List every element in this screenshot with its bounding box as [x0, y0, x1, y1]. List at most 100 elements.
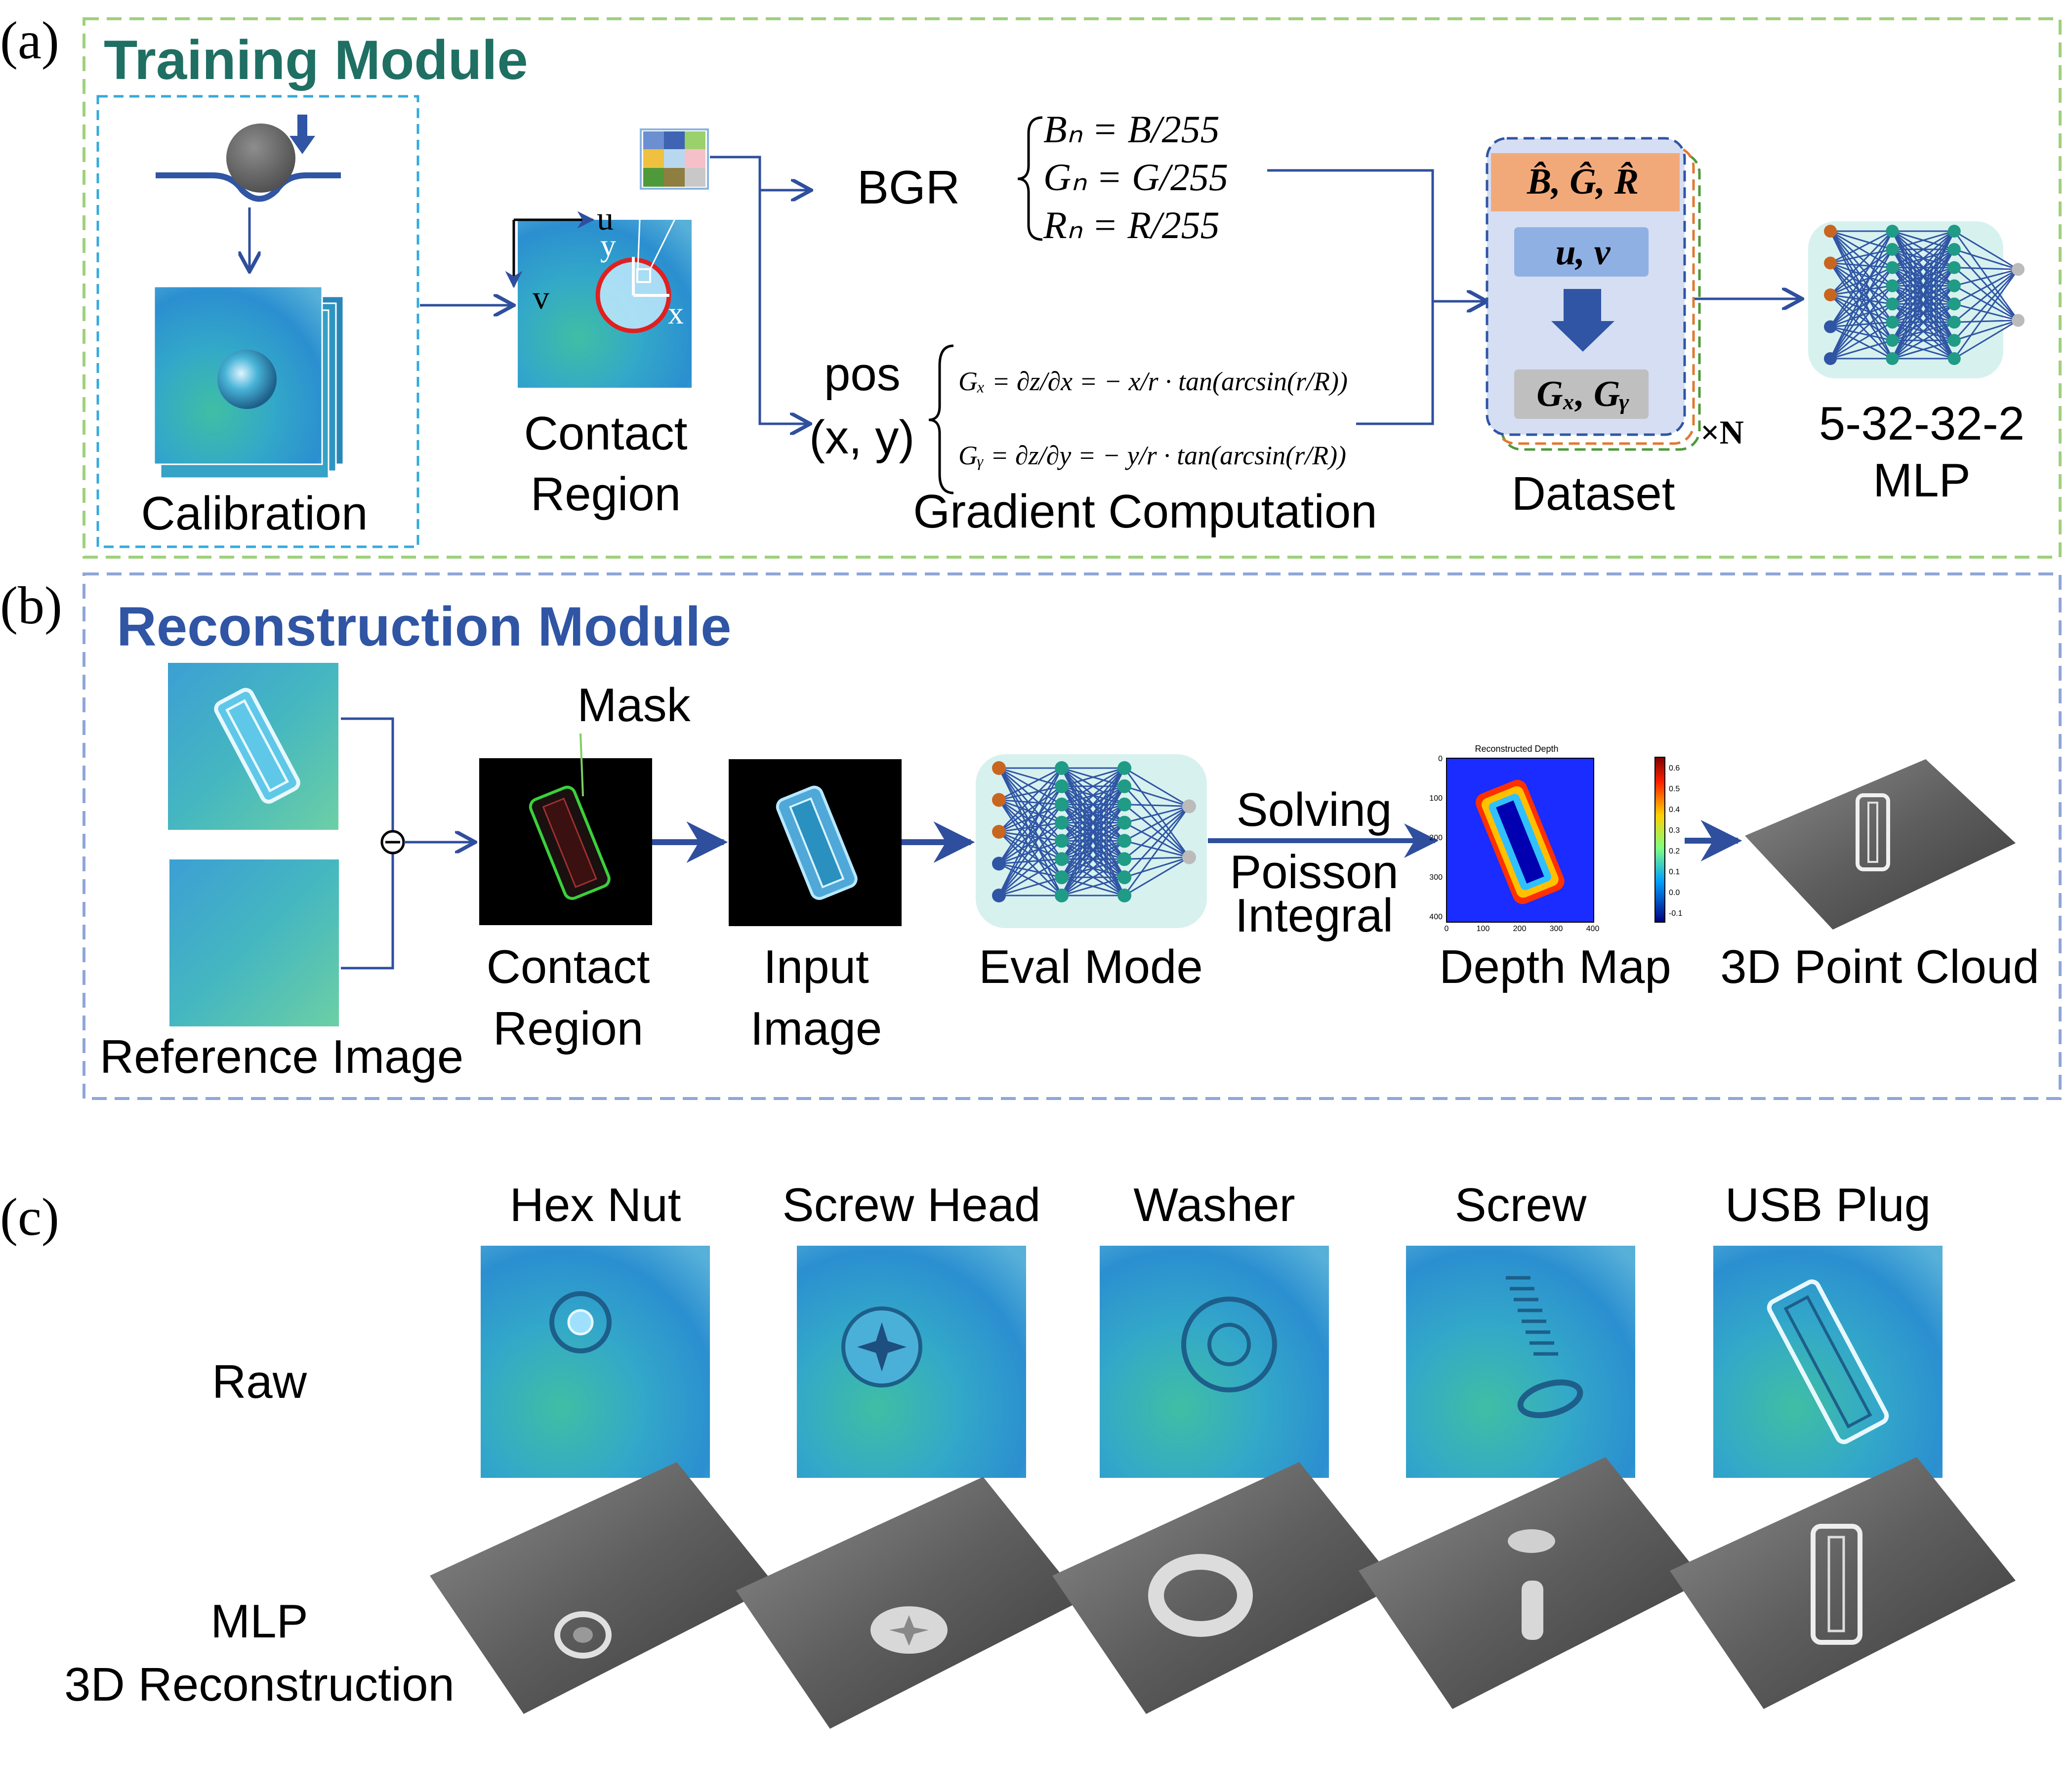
mlp-node [1117, 870, 1132, 885]
mlp-edge [998, 863, 1062, 896]
mlp-edge [998, 876, 1062, 896]
mlp-edge [1954, 267, 2019, 270]
mlp-edge [1124, 806, 1190, 842]
mlp-edge [1830, 321, 1893, 327]
depth-cbar-tick: 0.1 [1669, 868, 1680, 876]
mlp-edge [998, 768, 1063, 864]
bgr-to-dataset-line [1267, 169, 1487, 301]
mlp-node [1055, 779, 1069, 793]
depth-ytick: 400 [1429, 913, 1443, 921]
norm-eq-r: Rₙ = R/255 [1043, 204, 1220, 246]
mlp-label: MLP [1873, 454, 1970, 507]
mlp-node [1055, 761, 1069, 775]
training-module-title: Training Module [104, 29, 528, 91]
mlp-edge [1124, 840, 1190, 858]
norm-eq-g: Gₙ = G/255 [1043, 156, 1228, 199]
mlp-edge [1830, 294, 1893, 305]
panel-a-letter: (a) [0, 11, 59, 70]
mlp-node [1055, 815, 1069, 830]
dataset-row-bgr: B̂, Ĝ, R̂ [1527, 162, 1639, 202]
mlp-edge [1829, 267, 1893, 327]
mlp-edge [1954, 320, 2019, 323]
reconstruction-plate [1670, 1457, 2016, 1709]
mlp-node [1886, 261, 1899, 274]
panel-b-letter: (b) [0, 576, 62, 635]
mlp-edge [1954, 285, 2019, 321]
mlp-node [1886, 243, 1899, 256]
mlp-edge [1061, 858, 1125, 896]
mlp-edge [1829, 248, 1893, 327]
usb-tactile-image [168, 663, 338, 830]
mlp-edge [1954, 230, 2019, 270]
mlp-edge [1061, 767, 1125, 823]
raw-tile [797, 1246, 1026, 1478]
mlp-edge [1124, 767, 1190, 807]
mlp-edge [998, 785, 1063, 864]
row-mlp-label-2: 3D Reconstruction [64, 1658, 455, 1711]
mlp-edge [1892, 230, 1955, 286]
mlp-edge [1830, 248, 1893, 296]
depth-cbar-tick: 0.6 [1669, 764, 1680, 773]
column-label: Screw Head [783, 1179, 1041, 1231]
mlp-edge [1892, 231, 1955, 341]
b-contact-label-2: Region [493, 1002, 643, 1055]
mlp-node [1947, 243, 1961, 256]
mlp-edge [1892, 339, 1955, 360]
column-label: USB Plug [1725, 1179, 1931, 1231]
poisson-label: Poisson [1230, 846, 1399, 898]
depth-cbar-tick: 0.3 [1669, 826, 1680, 835]
indenter-illustration [156, 115, 341, 202]
mlp-node [1824, 225, 1837, 238]
reconstruction-plate [1052, 1462, 1398, 1714]
dataset-row-gxgy: Gₓ, Gᵧ [1536, 374, 1629, 414]
mlp-edge [1061, 840, 1125, 896]
dataset-row-uv: u, v [1556, 232, 1611, 273]
mlp-edge [1829, 231, 1893, 359]
mlp-node [1886, 316, 1899, 329]
mlp-edge [1954, 320, 2019, 360]
mlp-edge [998, 822, 1063, 896]
mlp-edge [1124, 804, 1190, 807]
calibration-image-stack [153, 285, 344, 479]
mlp-edge [1061, 786, 1125, 896]
mlp-edge [998, 831, 1062, 860]
mlp-edge [1124, 805, 1190, 824]
mlp-edge [1830, 339, 1893, 360]
calibration-label: Calibration [141, 487, 368, 540]
mlp-edge [1953, 231, 2019, 321]
reconstruction-module-border [83, 572, 2062, 1100]
mlp-edge [1830, 285, 1893, 296]
mlp-node [1117, 852, 1132, 866]
depth-xtick: 0 [1445, 925, 1449, 933]
pos-label: pos [824, 348, 901, 401]
mlp-node [1824, 352, 1837, 365]
mlp-edge [1830, 230, 1893, 264]
depth-cbar-tick: 0.4 [1669, 806, 1680, 814]
mlp-edge [1954, 268, 2019, 287]
row-mlp-label-1: MLP [210, 1595, 308, 1648]
mlp-node [1824, 288, 1837, 301]
reference-tactile-image [169, 859, 339, 1026]
mlp-edge [1830, 321, 1893, 360]
mlp-edge [1830, 267, 1893, 296]
column-label: Screw [1455, 1179, 1587, 1231]
mlp-edge [998, 831, 1062, 878]
mlp-edge [1892, 231, 1955, 305]
mlp-edge [1829, 249, 1893, 359]
reconstruction-plate [1359, 1457, 1704, 1709]
mlp-edge [1061, 822, 1125, 896]
mlp-edge [1892, 249, 1955, 359]
row-raw-label: Raw [212, 1355, 307, 1408]
depth-cbar-tick: 0.5 [1669, 785, 1680, 793]
mlp-node [1055, 834, 1069, 848]
mlp-edge [1892, 230, 1955, 269]
solving-label: Solving [1237, 783, 1392, 836]
mlp-edge [1892, 230, 1955, 250]
mlp-edge [1124, 856, 1190, 878]
mlp-edge [1830, 326, 1893, 360]
mlp-node [1947, 279, 1961, 292]
mlp-node [1886, 225, 1899, 238]
mlp-node [1055, 797, 1069, 812]
axis-x: x [668, 295, 684, 330]
contact-region-label-1: Contact [524, 407, 688, 460]
